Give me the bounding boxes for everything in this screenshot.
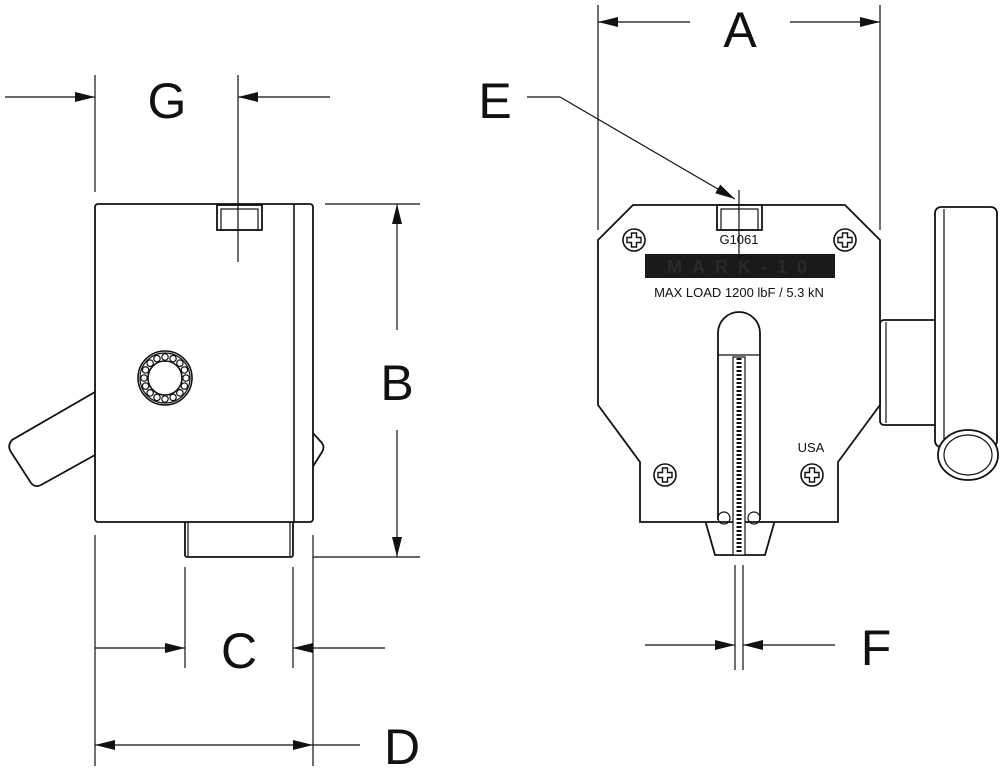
dimension-c: C [95,567,385,679]
dimension-label-b: B [380,355,413,411]
dimension-a: A [597,2,881,230]
dimension-f: F [645,565,891,676]
gear-tooth [141,382,150,390]
gear-tooth [161,353,169,361]
gear-tooth [153,393,161,402]
gear-tooth [180,382,189,390]
gear-knob [137,350,193,406]
gear-tooth [161,395,169,403]
svg-text:MARK-10: MARK-10 [667,257,817,277]
front-view: G1061 MARK-10 MAX LOAD 1200 lbF / 5.3 kN… [597,204,999,556]
gear-tooth [140,374,148,382]
side-view [8,203,325,558]
knob-end [937,429,999,481]
dimension-label-d: D [384,719,420,770]
dimension-label-c: C [221,623,257,679]
side-tab [311,429,325,472]
side-handle [8,390,96,488]
brand-logo: MARK-10 [645,254,835,278]
dimension-label-f: F [861,620,892,676]
gear-tooth [169,354,177,363]
gear-tooth [153,354,161,363]
gear-tooth [146,359,154,367]
dimension-d: D [94,535,420,770]
screw-icon [653,463,677,487]
dimension-e: E [478,73,740,262]
dimension-g: G [5,73,330,262]
gear-tooth [169,393,177,402]
dimension-b: B [313,203,420,558]
origin-label: USA [798,440,825,455]
gear-tooth [180,366,189,374]
dimension-label-g: G [148,73,187,129]
side-body [94,203,314,523]
gear-tooth [146,389,154,397]
gear-tooth [141,366,150,374]
bottom-block [184,519,294,558]
gear-tooth [176,389,184,397]
dimension-label-e: E [478,73,511,129]
max-load-label: MAX LOAD 1200 lbF / 5.3 kN [654,285,824,300]
screw-icon [833,228,857,252]
gear-tooth [182,374,190,382]
screw-icon [622,228,646,252]
screw-icon [800,463,824,487]
dimension-label-a: A [723,2,757,58]
gear-tooth [176,359,184,367]
knob-housing [879,319,939,426]
